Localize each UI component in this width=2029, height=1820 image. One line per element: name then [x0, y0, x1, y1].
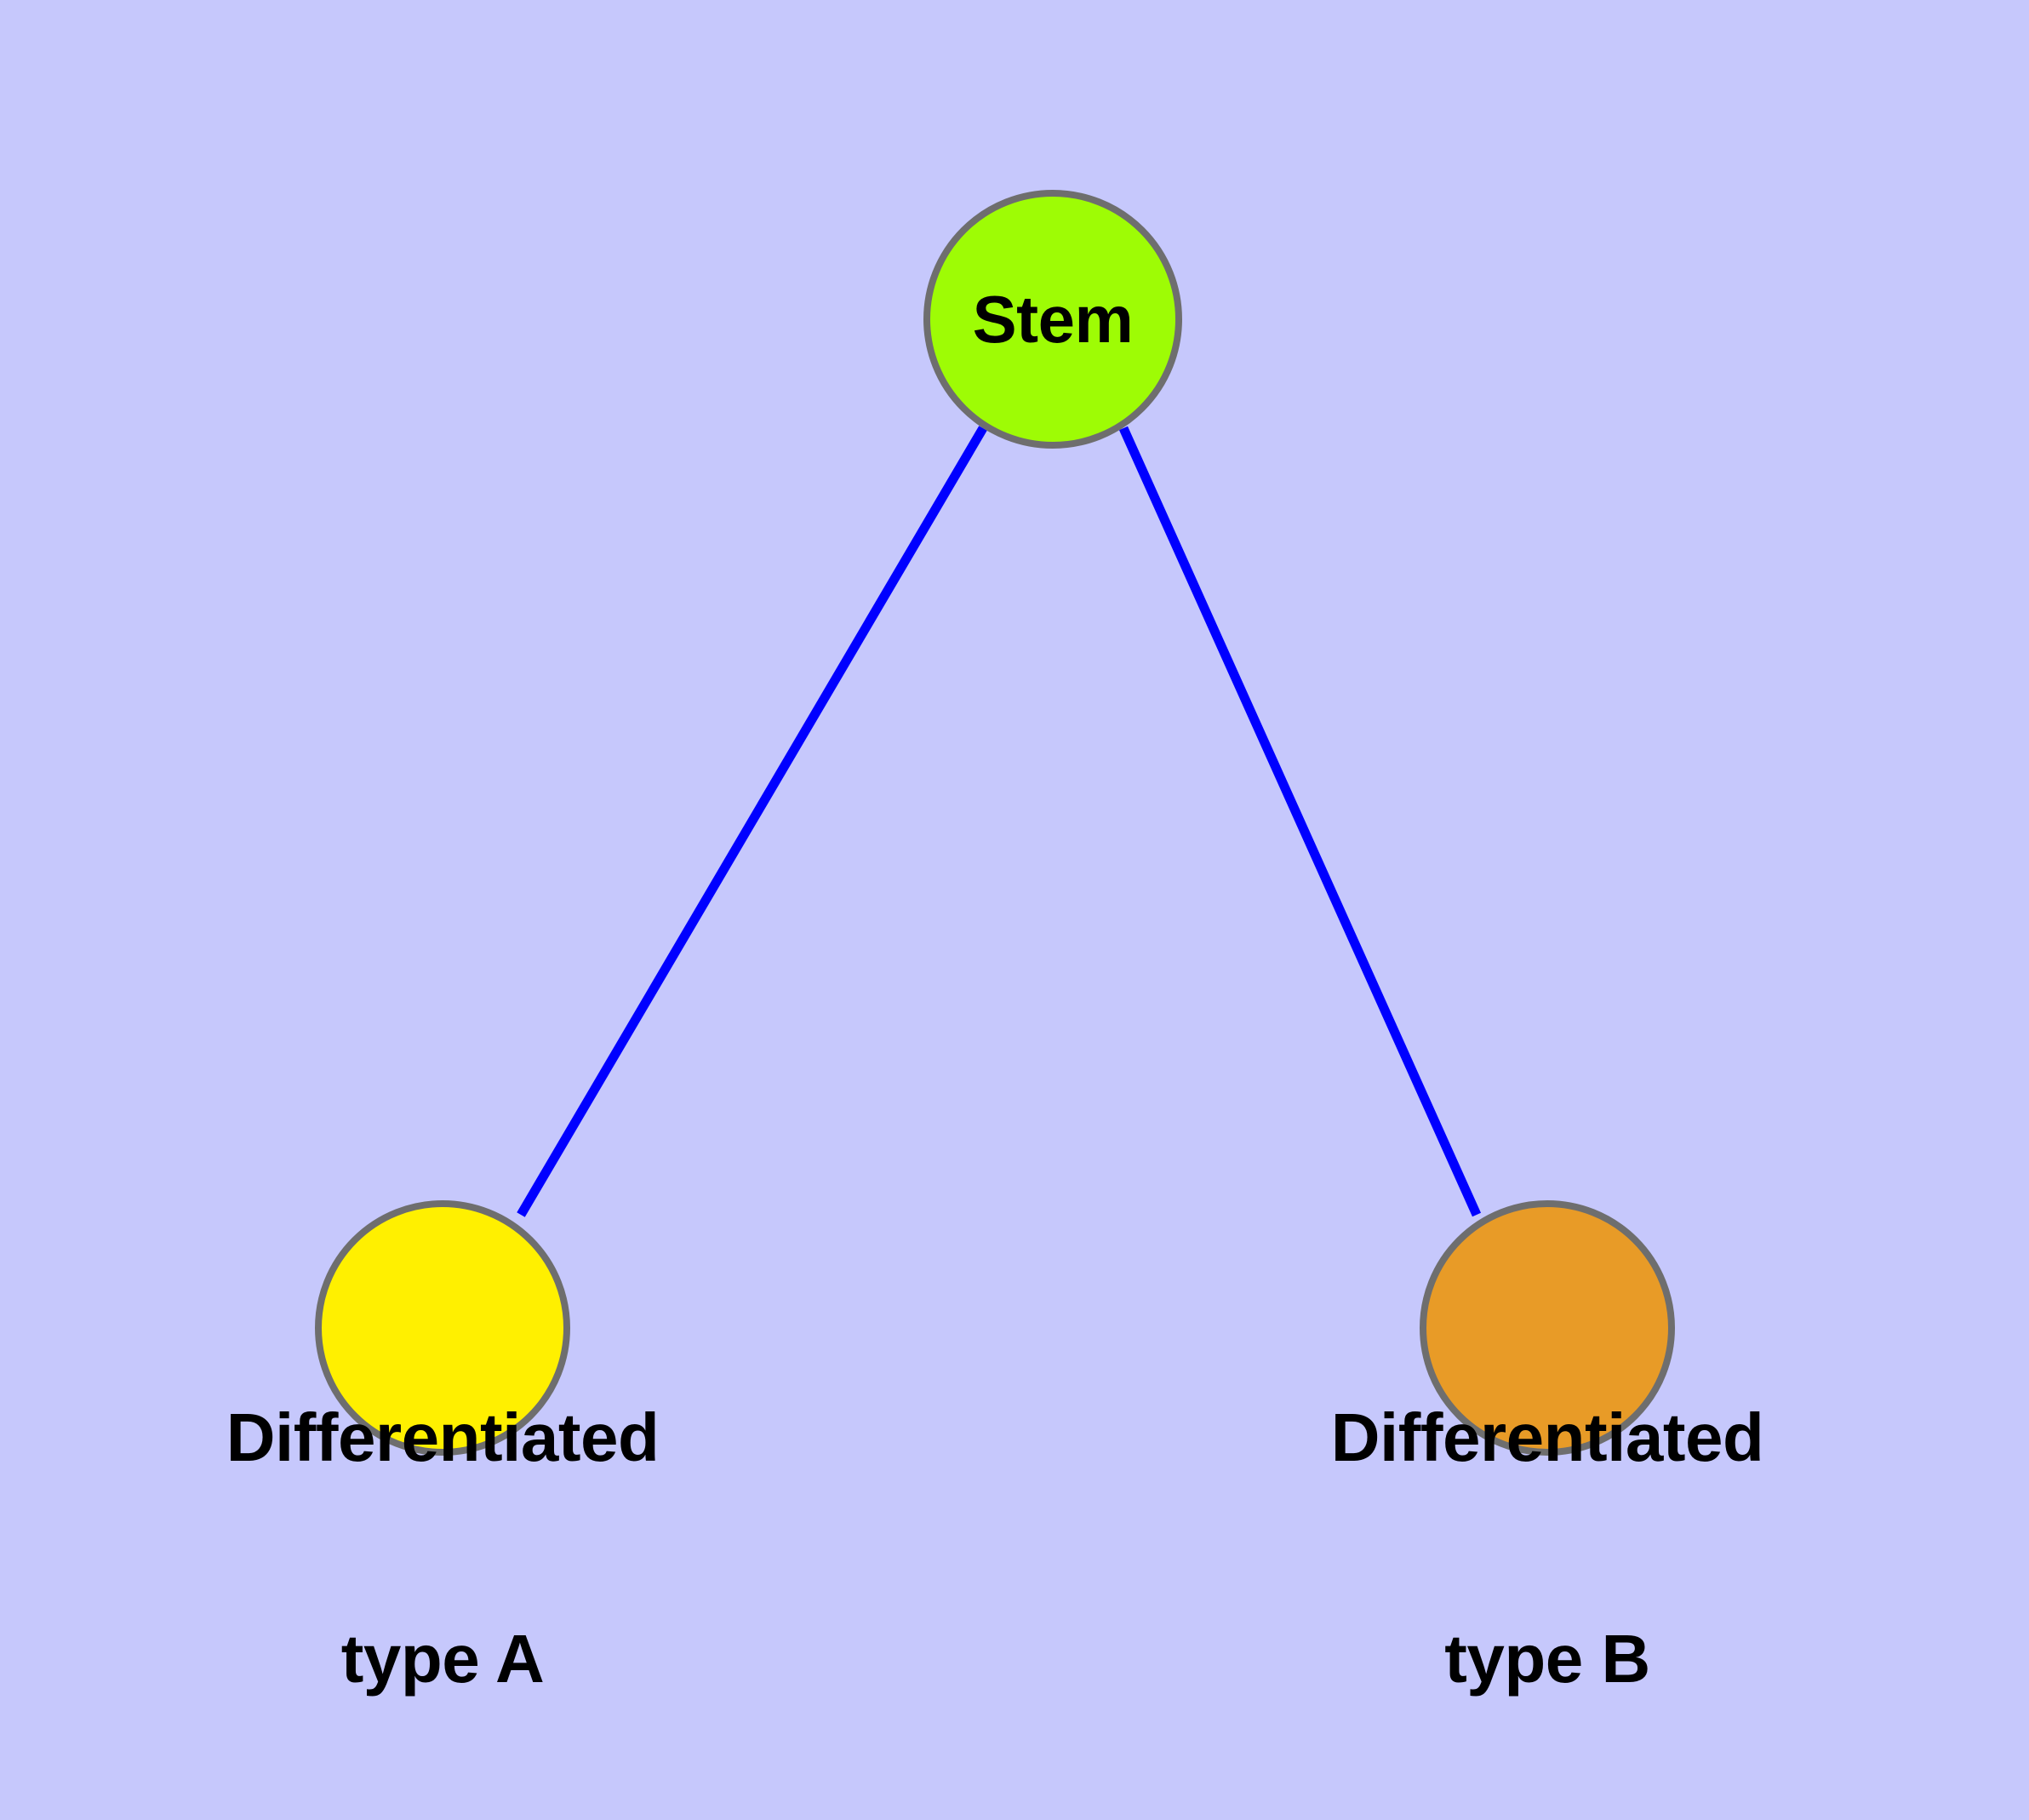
node-differentiated-type-b[interactable] — [1420, 1200, 1675, 1456]
node-differentiated-type-a[interactable] — [315, 1200, 570, 1456]
edge-stem-to-differentiated-type-a — [517, 426, 987, 1217]
edge-stem-to-differentiated-type-b — [1118, 426, 1482, 1217]
node-stem[interactable] — [923, 190, 1182, 449]
